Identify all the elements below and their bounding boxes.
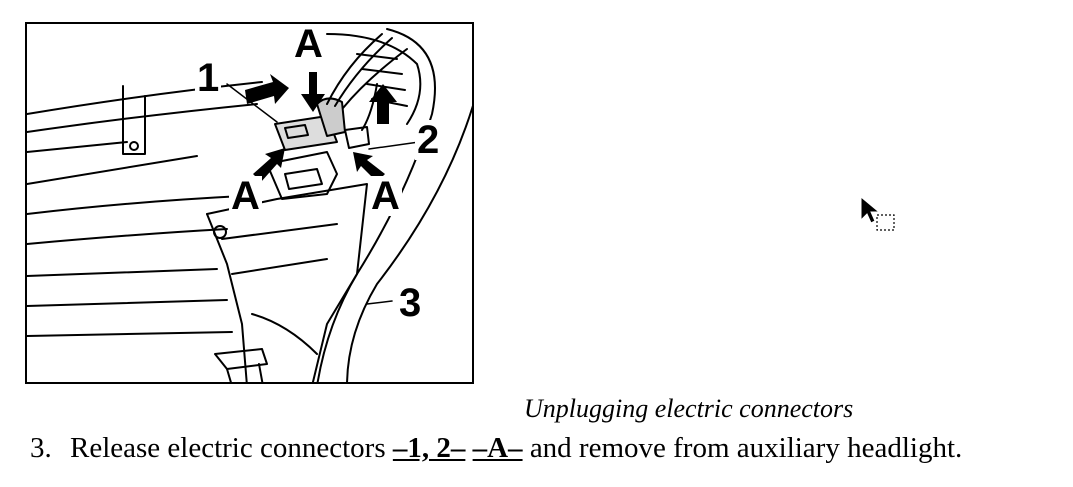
- callout-a-left: A: [229, 174, 262, 218]
- step-number: 3.: [30, 432, 52, 464]
- step-text-before: Release electric connectors: [70, 432, 393, 464]
- callout-2: 2: [415, 118, 442, 162]
- callout-a-right: A: [369, 174, 402, 218]
- mouse-cursor-icon: [860, 195, 900, 241]
- callout-3: 3: [397, 281, 424, 325]
- connector-reference-a: –A–: [472, 432, 523, 464]
- step-text-after: and remove from auxiliary headlight.: [522, 432, 963, 464]
- figure-caption: Unplugging electric connectors: [524, 394, 854, 423]
- headlight-connector-drawing: [27, 28, 472, 382]
- callout-1: 1: [195, 56, 222, 100]
- instruction-step: 3. Release electric connectors –1, 2– –A–…: [30, 432, 962, 465]
- connector-reference-1-2: –1, 2–: [392, 432, 466, 464]
- diagram-figure: 1 A 2 A A 3: [25, 22, 474, 384]
- callout-a-top: A: [292, 22, 325, 66]
